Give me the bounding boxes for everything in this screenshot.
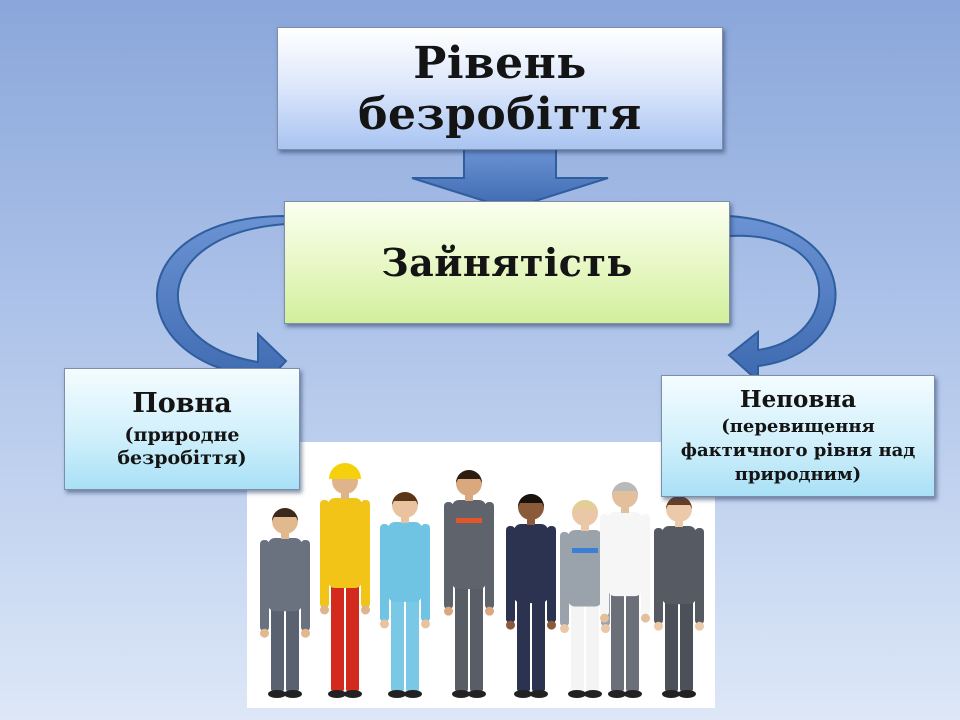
partial-employment-heading: Неповна [739, 385, 857, 413]
partial-employment-box: Неповна (перевищення фактичного рівня на… [661, 375, 935, 497]
partial-employment-note: (перевищення фактичного рівня над природ… [681, 415, 916, 487]
partial-note-line-2: фактичного рівня над [680, 439, 916, 461]
full-note-line-1: (природне [124, 424, 240, 446]
person-mechanic [444, 470, 494, 698]
partial-note-line-1: (перевищення [721, 415, 875, 437]
full-note-line-2: безробіття) [117, 447, 247, 469]
title-box: Рівень безробіття [277, 27, 723, 150]
group-of-workers-photo-icon [260, 463, 704, 698]
down-arrow-icon [411, 148, 609, 211]
person-businesswoman [654, 496, 704, 698]
workers-photo [247, 442, 715, 708]
title-text: Рівень безробіття [358, 37, 642, 140]
person-office-worker [506, 494, 556, 698]
full-employment-box: Повна (природне безробіття) [64, 368, 300, 490]
person-doctor [600, 482, 650, 698]
full-employment-note: (природне безробіття) [117, 424, 246, 470]
employment-text: Зайнятість [381, 240, 633, 285]
right-curved-arrow-icon [727, 214, 837, 384]
person-nurse [380, 492, 430, 698]
person-businessman [260, 508, 310, 698]
employment-box: Зайнятість [284, 201, 730, 324]
person-construction-worker [320, 463, 370, 698]
full-employment-heading: Повна [132, 388, 232, 419]
partial-note-line-3: природним) [734, 463, 862, 485]
left-curved-arrow-icon [156, 214, 288, 394]
